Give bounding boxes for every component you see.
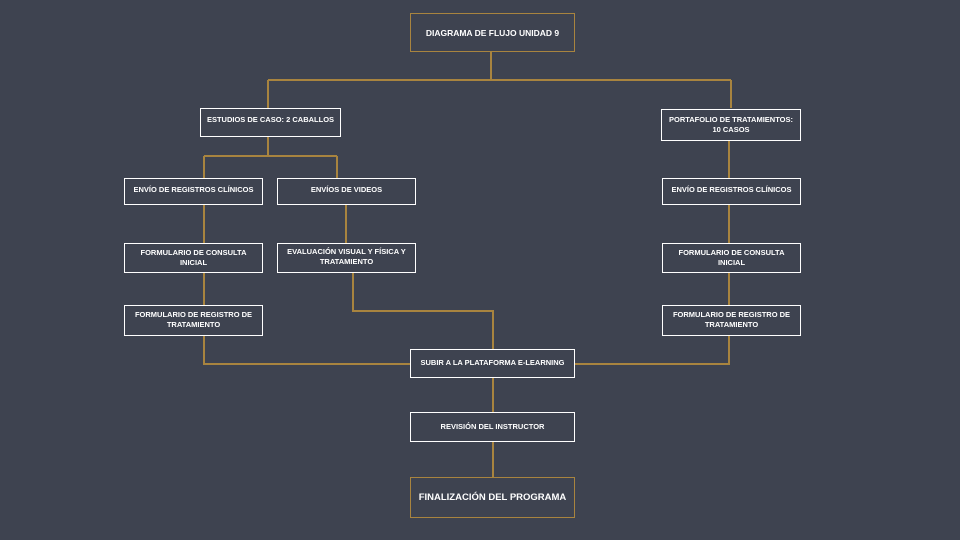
- finish-box: FINALIZACIÓN DEL PROGRAMA: [410, 477, 575, 518]
- right-treatment-form-text: FORMULARIO DE REGISTRO DE TRATAMIENTO: [672, 310, 791, 329]
- visual-evaluation-text: EVALUACIÓN VISUAL Y FÍSICA Y TRATAMIENTO: [287, 247, 406, 266]
- left-consult-form-box: FORMULARIO DE CONSULTA INICIAL: [124, 243, 263, 273]
- upload-text: SUBIR A LA PLATAFORMA E-LEARNING: [420, 358, 565, 367]
- left-treatment-form-box: FORMULARIO DE REGISTRO DE TRATAMIENTO: [124, 305, 263, 336]
- right-consult-form-text: FORMULARIO DE CONSULTA INICIAL: [678, 248, 785, 267]
- upload-box: SUBIR A LA PLATAFORMA E-LEARNING: [410, 349, 575, 378]
- finish-text: FINALIZACIÓN DEL PROGRAMA: [418, 491, 567, 503]
- right-clinical-records-box: ENVÍO DE REGISTROS CLÍNICOS: [662, 178, 801, 205]
- videos-text: ENVÍOS DE VIDEOS: [310, 185, 383, 194]
- visual-evaluation-box: EVALUACIÓN VISUAL Y FÍSICA Y TRATAMIENTO: [277, 243, 416, 273]
- review-box: REVISIÓN DEL INSTRUCTOR: [410, 412, 575, 442]
- connector-eval-to-upload: [352, 273, 494, 349]
- case-studies-box: ESTUDIOS DE CASO: 2 CABALLOS: [200, 108, 341, 137]
- connector-left-to-upload: [203, 336, 410, 365]
- title-text: DIAGRAMA DE FLUJO UNIDAD 9: [425, 27, 560, 38]
- left-clinical-records-text: ENVÍO DE REGISTROS CLÍNICOS: [133, 185, 254, 194]
- connector-right-to-upload: [575, 336, 730, 365]
- left-treatment-form-text: FORMULARIO DE REGISTRO DE TRATAMIENTO: [134, 310, 253, 329]
- left-consult-form-text: FORMULARIO DE CONSULTA INICIAL: [140, 248, 247, 267]
- left-clinical-records-box: ENVÍO DE REGISTROS CLÍNICOS: [124, 178, 263, 205]
- connector-title-split: [267, 52, 732, 108]
- review-text: REVISIÓN DEL INSTRUCTOR: [440, 422, 545, 431]
- right-treatment-form-box: FORMULARIO DE REGISTRO DE TRATAMIENTO: [662, 305, 801, 336]
- title-box: DIAGRAMA DE FLUJO UNIDAD 9: [410, 13, 575, 52]
- right-clinical-records-text: ENVÍO DE REGISTROS CLÍNICOS: [671, 185, 792, 194]
- videos-box: ENVÍOS DE VIDEOS: [277, 178, 416, 205]
- portfolio-box: PORTAFOLIO DE TRATAMIENTOS: 10 CASOS: [661, 109, 801, 141]
- right-consult-form-box: FORMULARIO DE CONSULTA INICIAL: [662, 243, 801, 273]
- case-studies-text: ESTUDIOS DE CASO: 2 CABALLOS: [206, 115, 335, 124]
- connector-case-split: [203, 137, 338, 178]
- portfolio-text: PORTAFOLIO DE TRATAMIENTOS: 10 CASOS: [668, 115, 794, 134]
